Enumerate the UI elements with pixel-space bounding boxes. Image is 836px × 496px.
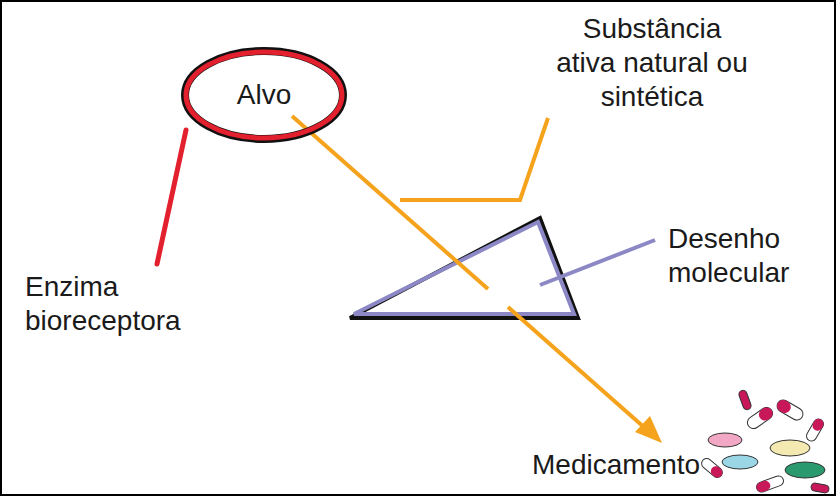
bracket-line xyxy=(400,118,548,200)
node-text: Alvo xyxy=(237,78,291,112)
arrow-head xyxy=(635,416,662,443)
drug-label: Medicamento xyxy=(532,448,722,482)
enzyme-label: Enzima bioreceptora xyxy=(25,270,205,338)
flow-arrow xyxy=(508,307,646,429)
leader-line xyxy=(157,130,186,264)
flow-arrow xyxy=(292,116,488,289)
design-label: Desenho molecular xyxy=(668,222,828,290)
substance-label: Substância ativa natural ou sintética xyxy=(552,12,752,114)
pills-illustration xyxy=(700,389,830,493)
target-ellipse: Alvo xyxy=(181,47,347,143)
leader-line xyxy=(540,240,655,285)
